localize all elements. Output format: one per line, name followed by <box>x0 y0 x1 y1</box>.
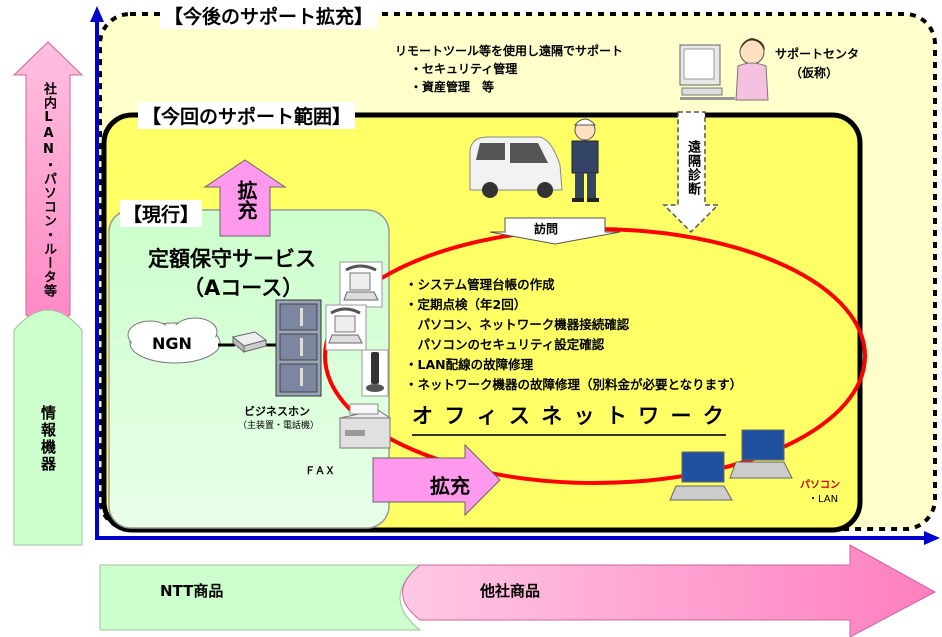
service-item: パソコン、ネットワーク機器接続確認 <box>405 315 742 335</box>
service-item: ・定期点検（年2回） <box>405 295 742 315</box>
visit-label: 訪問 <box>534 220 558 237</box>
horizontal-axis-arrowhead <box>924 531 940 545</box>
support-center-note: （仮称） <box>790 64 838 81</box>
ngn-label: NGN <box>152 334 192 353</box>
pc-label: パソコン <box>800 476 840 491</box>
desk-phone-1 <box>340 262 382 307</box>
cordless-phone <box>362 350 388 396</box>
service-item: ・LAN配線の故障修理 <box>405 355 742 375</box>
service-item: ・ネットワーク機器の故障修理（別料金が必要となります） <box>405 375 742 395</box>
current-scope-title: 【今回のサポート範囲】 <box>138 102 355 129</box>
remote-bullet-security: ・セキュリティ管理 <box>410 60 517 77</box>
service-item: ・システム管理台帳の作成 <box>405 275 742 295</box>
pbx-unit <box>276 300 321 396</box>
business-phone-label: ビジネスホン <box>244 403 310 419</box>
service-name: 定額保守サービス <box>148 243 316 273</box>
axis-label-ntt-products: NTT商品 <box>160 580 223 601</box>
service-van <box>470 137 562 198</box>
service-item: パソコンのセキュリティ設定確認 <box>405 335 742 355</box>
vertical-axis-arrowhead <box>90 6 104 22</box>
remote-bullet-assets: ・資産管理 等 <box>410 78 494 95</box>
remote-support-text: リモートツール等を使用し遠隔でサポート <box>395 42 623 59</box>
fax-label: ＦＡＸ <box>305 462 335 477</box>
business-phone-note: （主装置・電話機） <box>238 418 319 431</box>
future-scope-title: 【今後のサポート拡充】 <box>160 2 377 29</box>
axis-label-lan-pc-router: 社内LAN・パソコン・ルータ等 <box>37 82 59 312</box>
service-course: （Aコース） <box>183 272 303 302</box>
lan-label: ・LAN <box>808 490 838 505</box>
service-items-list: ・システム管理台帳の作成 ・定期点検（年2回） パソコン、ネットワーク機器接続確… <box>405 275 742 395</box>
axis-label-other-products: 他社商品 <box>480 580 540 601</box>
remote-diagnosis-label: 遠隔診断 <box>683 140 702 196</box>
bottom-green-shape <box>100 565 420 630</box>
office-network-label: オ フ ィ ス ネ ッ ト ワ ー ク <box>412 400 726 436</box>
support-center-label: サポートセンタ <box>775 45 859 62</box>
desk-phone-2 <box>326 305 366 350</box>
present-title: 【現行】 <box>120 200 202 227</box>
expand-up-label: 拡充 <box>233 180 259 220</box>
expand-right-label: 拡充 <box>430 470 470 499</box>
axis-label-info-devices: 情報機器 <box>37 405 59 473</box>
